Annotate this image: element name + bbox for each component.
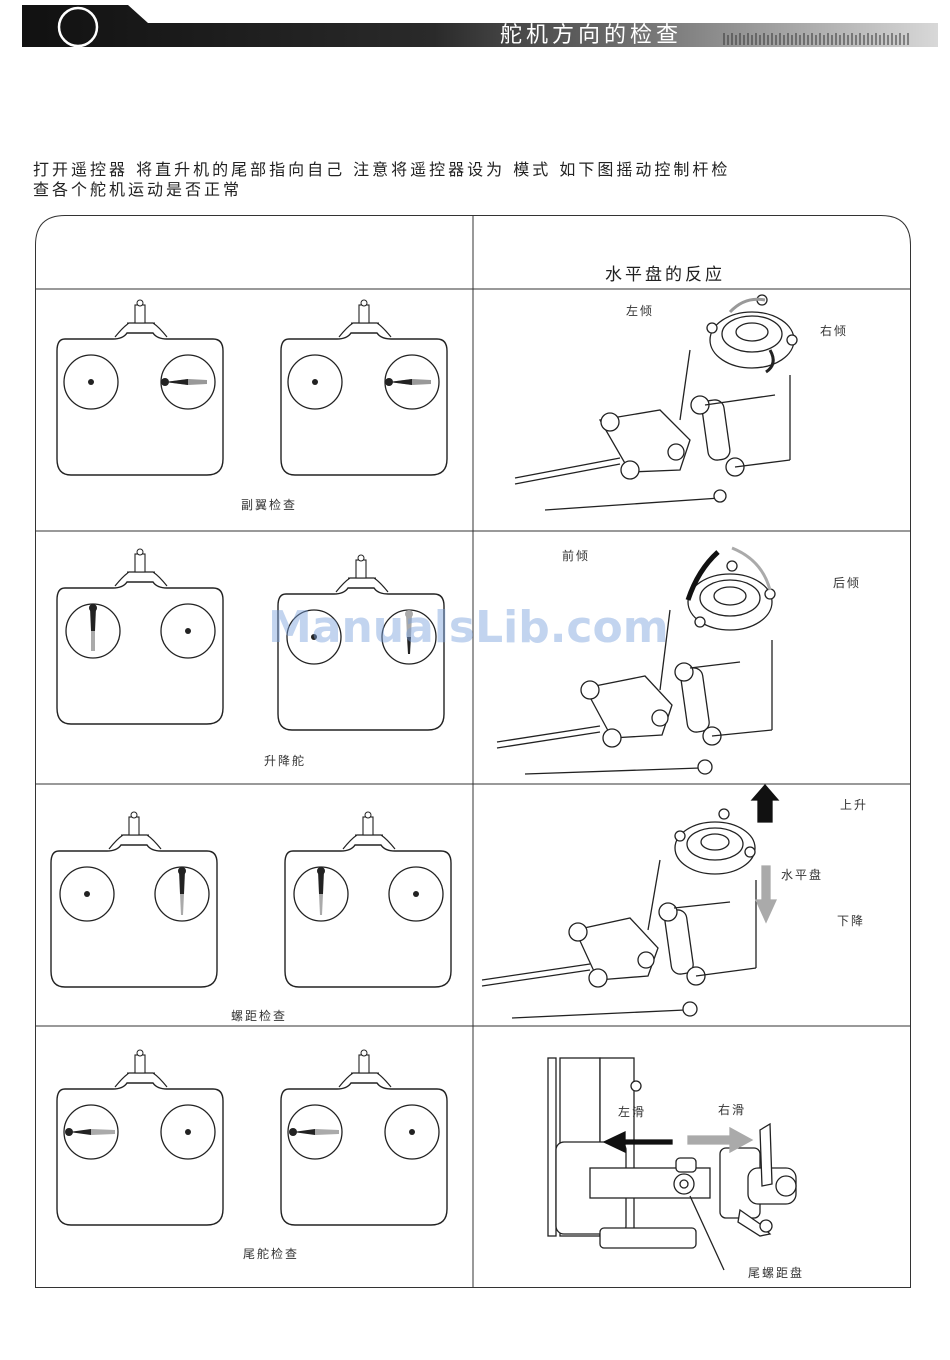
swashplate-roll-diagram: [515, 295, 797, 510]
label-right-tilt: 右倾: [820, 322, 848, 339]
caption-rudder: 尾舵检查: [243, 1245, 299, 1262]
aileron-transmitter-left: [57, 300, 223, 475]
label-slide-right: 右滑: [718, 1101, 746, 1118]
rudder-transmitter-left: [57, 1050, 223, 1225]
rudder-transmitter-right: [281, 1050, 447, 1225]
label-left-tilt: 左倾: [626, 302, 654, 319]
pitch-transmitter-left: [51, 812, 217, 987]
elevator-transmitter-left: [57, 549, 223, 724]
tail-rotor-diagram: [548, 1058, 796, 1270]
pitch-transmitter-right: [285, 812, 451, 987]
label-slide-left: 左滑: [618, 1103, 646, 1120]
label-swashplate: 水平盘: [781, 866, 823, 883]
caption-aileron: 副翼检查: [241, 496, 297, 513]
caption-pitch: 螺距检查: [231, 1007, 287, 1024]
label-tail-pitch-plate: 尾螺距盘: [748, 1264, 804, 1281]
label-rise: 上升: [840, 796, 868, 813]
caption-elevator: 升降舵: [264, 752, 306, 769]
label-descend: 下降: [837, 912, 865, 929]
watermark: ManualsLib.com: [268, 602, 669, 653]
label-backward-tilt: 后倾: [833, 574, 861, 591]
swashplate-pitch-diagram: [497, 548, 775, 774]
swashplate-collective-diagram: [482, 785, 778, 1018]
aileron-transmitter-right: [281, 300, 447, 475]
label-forward-tilt: 前倾: [562, 547, 590, 564]
